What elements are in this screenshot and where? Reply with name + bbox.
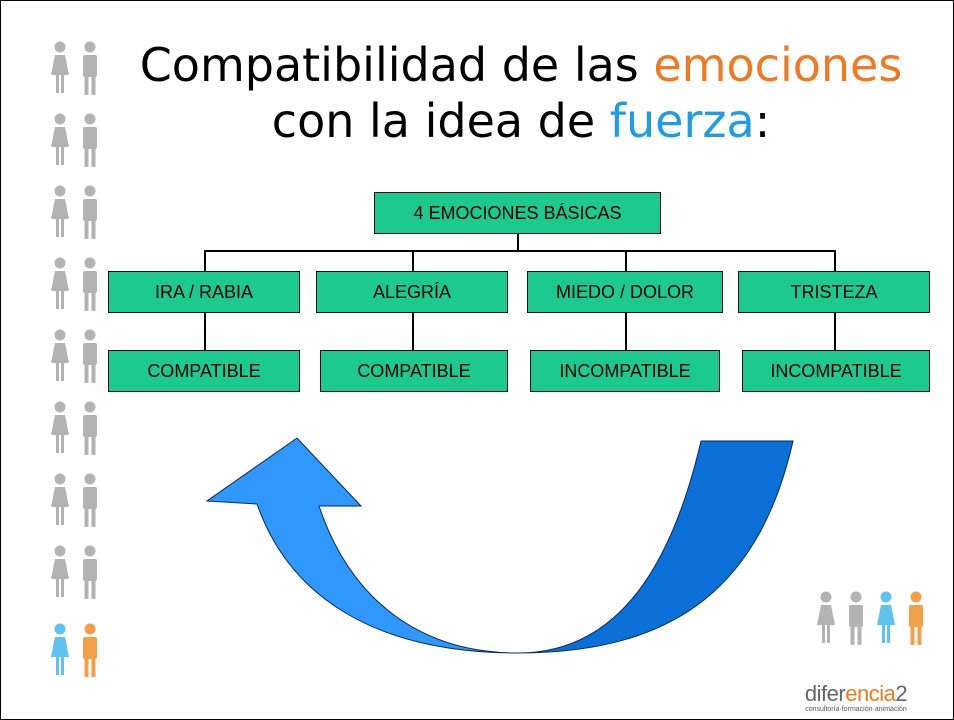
emotion-node-miedo-dolor: MIEDO / DOLOR	[527, 271, 723, 313]
emotion-label: IRA / RABIA	[154, 281, 254, 302]
connector-drop-1	[204, 250, 206, 271]
root-node: 4 EMOCIONES BÁSICAS	[374, 192, 661, 234]
title-text-3: :	[754, 94, 771, 148]
root-node-label: 4 EMOCIONES BÁSICAS	[413, 202, 622, 223]
compatibility-node-tristeza: INCOMPATIBLE	[742, 350, 930, 392]
emotion-label: MIEDO / DOLOR	[555, 281, 694, 302]
brand-name-part3: 2	[895, 681, 908, 706]
connector-root-down	[517, 234, 519, 251]
compatibility-label: INCOMPATIBLE	[770, 360, 902, 381]
brand-logo: diferencia2 consultoría·formación·animac…	[781, 683, 931, 714]
connector-down-4	[834, 313, 836, 350]
title-highlight-emociones: emociones	[653, 38, 903, 92]
emotion-label: TRISTEZA	[790, 281, 878, 302]
connector-horizontal	[204, 250, 836, 252]
brand-name-part2: encia	[845, 681, 896, 706]
title-highlight-fuerza: fuerza	[609, 94, 755, 148]
title-text-1: Compatibilidad de las	[139, 38, 654, 92]
brand-name-part1: difer	[804, 681, 846, 706]
compatibility-node-ira-rabia: COMPATIBLE	[108, 350, 300, 392]
brand-tagline: consultoría·formación·animación	[805, 706, 907, 713]
connector-drop-3	[625, 250, 627, 271]
compatibility-label: COMPATIBLE	[357, 360, 471, 381]
compatibility-node-miedo-dolor: INCOMPATIBLE	[530, 350, 720, 392]
compatibility-label: COMPATIBLE	[147, 360, 261, 381]
connector-down-1	[204, 313, 206, 350]
emotion-node-tristeza: TRISTEZA	[738, 271, 930, 313]
connector-down-2	[412, 313, 414, 350]
title-text-2: con la idea de	[271, 94, 610, 148]
brand-name: diferencia2	[781, 683, 931, 705]
connector-drop-4	[834, 250, 836, 271]
connector-down-3	[625, 313, 627, 350]
slide-title: Compatibilidad de las emociones con la i…	[101, 37, 941, 149]
compatibility-node-alegria: COMPATIBLE	[320, 350, 508, 392]
connector-drop-2	[412, 250, 414, 271]
curved-arrow-light-segment	[205, 437, 519, 654]
emotion-node-ira-rabia: IRA / RABIA	[108, 271, 300, 313]
curved-arrow-dark-segment	[517, 440, 794, 654]
compatibility-label: INCOMPATIBLE	[559, 360, 691, 381]
emotion-label: ALEGRÍA	[372, 281, 452, 302]
emotion-node-alegria: ALEGRÍA	[316, 271, 508, 313]
